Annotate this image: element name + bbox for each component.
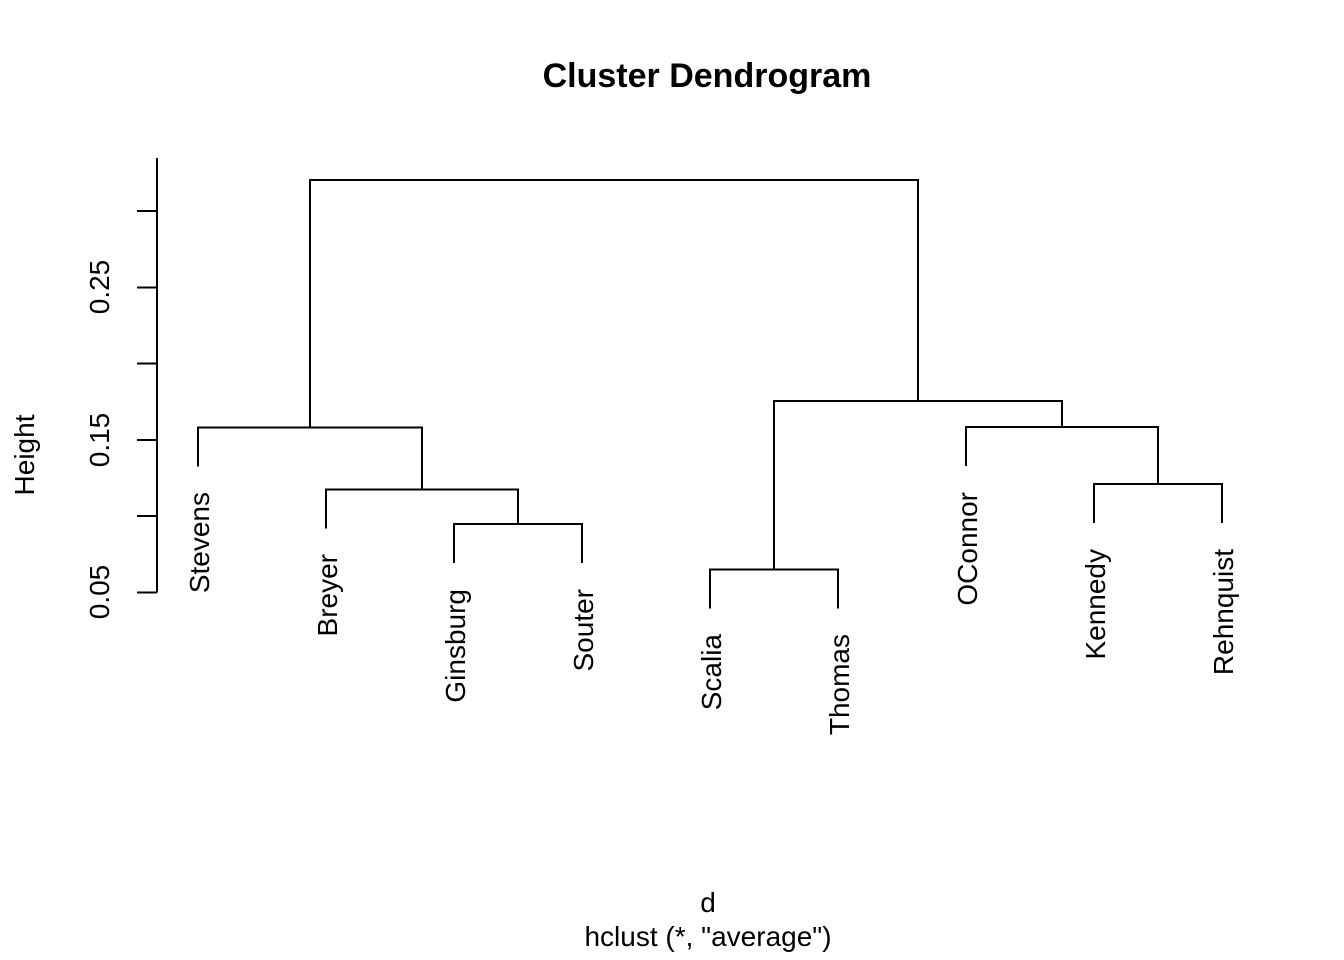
leaf-label-stevens: Stevens	[183, 492, 215, 594]
leaf-label-souter: Souter	[567, 589, 599, 672]
leaf-label-kennedy: Kennedy	[1079, 548, 1111, 660]
chart-title: Cluster Dendrogram	[542, 57, 872, 95]
x-axis-title-line2: hclust (*, "average")	[584, 921, 832, 952]
x-axis-title-line1: d	[700, 887, 716, 918]
y-tick-label-0.25: 0.25	[84, 260, 115, 315]
y-tick-label-0.05: 0.05	[84, 565, 115, 620]
leaf-label-thomas: Thomas	[823, 634, 855, 736]
leaf-label-scalia: Scalia	[695, 634, 727, 711]
leaf-label-ginsburg: Ginsburg	[439, 589, 471, 703]
leaf-label-breyer: Breyer	[311, 554, 343, 637]
y-tick-label-0.15: 0.15	[84, 412, 115, 468]
leaf-label-oconnor: OConnor	[951, 491, 983, 606]
leaf-label-rehnquist: Rehnquist	[1207, 548, 1239, 676]
y-axis-title: Height	[9, 414, 40, 496]
